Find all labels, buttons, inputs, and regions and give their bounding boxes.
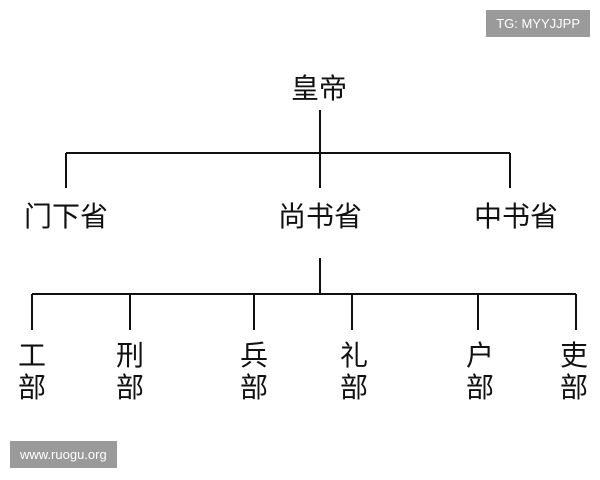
node-ministry-works-char1: 工 — [17, 339, 46, 372]
node-ministry-revenue-char2: 部 — [465, 371, 494, 404]
node-ministry-works: 工 部 — [12, 340, 52, 404]
node-ministry-war-char2: 部 — [239, 371, 268, 404]
node-shangshu: 尚书省 — [277, 200, 362, 233]
node-ministry-revenue: 户 部 — [460, 340, 500, 404]
node-ministry-war: 兵 部 — [234, 340, 274, 404]
node-ministry-revenue-char1: 户 — [465, 339, 494, 372]
watermark-site: www.ruogu.org — [10, 441, 117, 468]
node-ministry-rites-char2: 部 — [339, 371, 368, 404]
node-ministry-rites: 礼 部 — [334, 340, 374, 404]
node-ministry-justice-char1: 刑 — [115, 339, 144, 372]
node-ministry-justice-char2: 部 — [115, 371, 144, 404]
node-ministry-war-char1: 兵 — [239, 339, 268, 372]
node-ministry-personnel: 吏 部 — [554, 340, 594, 404]
node-ministry-justice: 刑 部 — [110, 340, 150, 404]
node-zhongshu: 中书省 — [473, 200, 558, 233]
node-ministry-works-char2: 部 — [17, 371, 46, 404]
node-emperor: 皇帝 — [290, 72, 347, 105]
node-ministry-personnel-char1: 吏 — [559, 339, 588, 372]
node-ministry-personnel-char2: 部 — [559, 371, 588, 404]
node-ministry-rites-char1: 礼 — [339, 339, 368, 372]
watermark-tg: TG: MYYJJPP — [486, 10, 590, 37]
node-menxia: 门下省 — [23, 200, 108, 233]
